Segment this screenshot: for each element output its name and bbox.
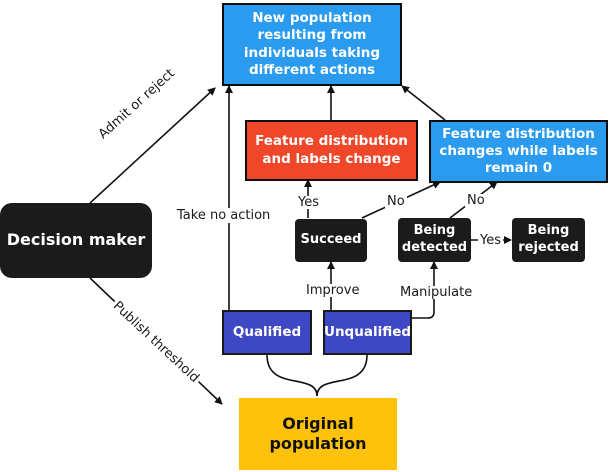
node-new-population: New population resulting from individual… [222, 3, 402, 86]
node-feature-label-change-label: Feature distribution and labels change [255, 133, 408, 167]
edge-admit-or-reject [89, 87, 216, 204]
node-succeed: Succeed [295, 219, 367, 262]
edge-label-improve: Improve [304, 283, 362, 298]
node-original-population: Original population [239, 398, 397, 470]
node-being-detected: Being detected [398, 218, 471, 262]
node-feature-change-labels-zero: Feature distribution changes while label… [429, 120, 608, 183]
edge-manipulate [411, 261, 438, 319]
brace-qualified [266, 354, 318, 397]
node-unqualified: Unqualified [323, 310, 412, 355]
edge-label-no-succeed: No [385, 194, 407, 209]
node-being-rejected: Being rejected [512, 218, 585, 262]
edge-label-no-detected: No [465, 193, 487, 208]
edge-label-yes-detected: Yes [478, 233, 503, 248]
node-new-population-label: New population resulting from individual… [243, 9, 381, 78]
node-being-detected-label: Being detected [401, 223, 468, 255]
node-unqualified-label: Unqualified [323, 323, 412, 340]
node-qualified-label: Qualified [232, 323, 302, 340]
edge-label-take-no-action: Take no action [175, 208, 273, 223]
node-being-rejected-label: Being rejected [518, 223, 579, 255]
brace-unqualified [316, 354, 368, 397]
node-decision-maker-label: Decision maker [6, 230, 146, 250]
edge-blue-to-new [401, 85, 446, 121]
node-decision-maker: Decision maker [0, 203, 152, 278]
node-feature-change-labels-zero-label: Feature distribution changes while label… [439, 125, 598, 177]
edge-label-manipulate: Manipulate [398, 285, 475, 300]
node-qualified: Qualified [222, 310, 312, 355]
node-feature-label-change: Feature distribution and labels change [245, 120, 418, 181]
node-original-population-label: Original population [269, 413, 367, 453]
edge-label-yes-succeed: Yes [296, 195, 321, 210]
node-succeed-label: Succeed [300, 232, 362, 248]
